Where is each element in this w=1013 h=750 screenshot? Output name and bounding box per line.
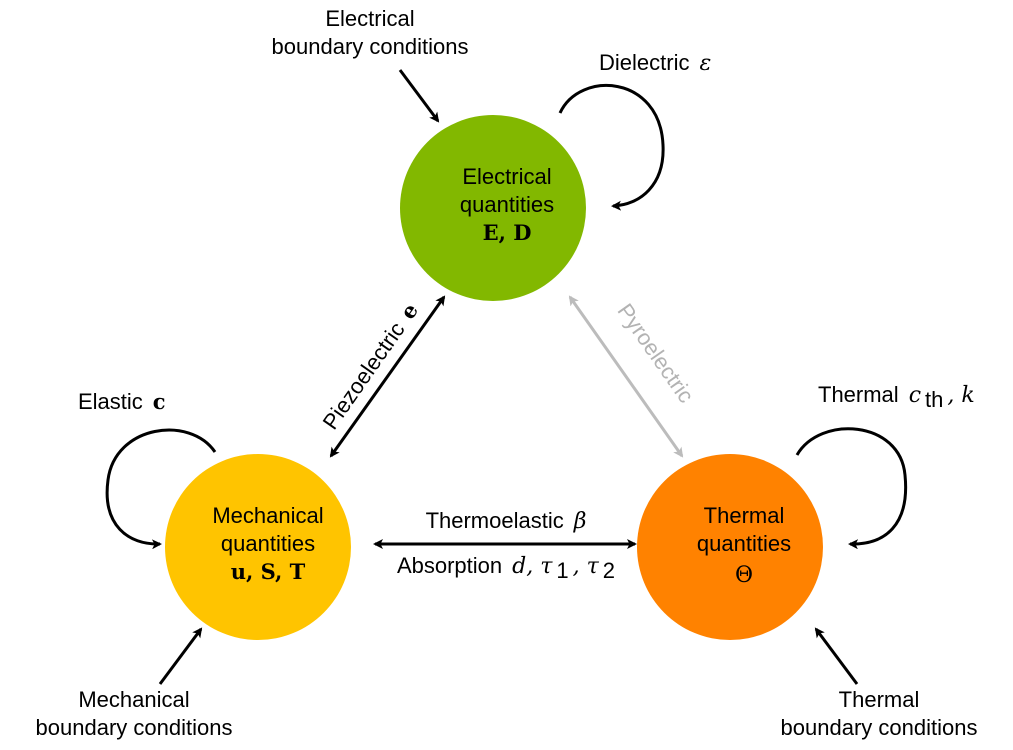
- piezo-label: Piezoelectric e: [318, 298, 423, 434]
- pyro-label: Pyroelectric: [612, 299, 698, 407]
- electrical-boundary-arrow: [398, 69, 440, 123]
- thermal-node-line2: quantities: [697, 531, 791, 556]
- absorption-label: Absorption d, τ 1 , τ 2: [397, 553, 615, 583]
- thermal-loop-label: Thermal c th , k: [818, 382, 975, 412]
- electrical-node: [400, 115, 586, 301]
- electrical-node-line2: quantities: [460, 192, 554, 217]
- elastic-loop: [105, 428, 217, 550]
- mechanical-boundary-line2: boundary conditions: [36, 715, 233, 740]
- dielectric-label: Dielectric ε: [599, 50, 711, 76]
- thermal-boundary-line2: boundary conditions: [781, 715, 978, 740]
- electrical-boundary-line1: Electrical: [325, 6, 414, 31]
- electrical-node-symbols: E, D: [483, 220, 532, 245]
- pyro-arrow: [568, 295, 684, 458]
- mechanical-node-symbols: u, S, T: [231, 559, 306, 584]
- thermal-loop: [795, 427, 908, 550]
- thermal-node-symbols: Θ: [735, 563, 753, 588]
- thermal-boundary-line1: Thermal: [839, 687, 920, 712]
- elastic-label: Elastic c: [78, 389, 166, 414]
- thermal-node: [637, 454, 823, 640]
- mechanical-node: [165, 454, 351, 640]
- electrical-boundary-line2: boundary conditions: [272, 34, 469, 59]
- dielectric-loop: [558, 84, 665, 211]
- thermal-boundary-arrow: [814, 627, 859, 685]
- mechanical-boundary-line1: Mechanical: [78, 687, 189, 712]
- thermoelastic-label: Thermoelastic β: [426, 508, 587, 534]
- mechanical-boundary-arrow: [158, 627, 203, 685]
- piezo-arrow: [329, 295, 446, 458]
- mechanical-node-line2: quantities: [221, 531, 315, 556]
- mechanical-node-line1: Mechanical: [212, 503, 323, 528]
- thermal-node-line1: Thermal: [704, 503, 785, 528]
- electrical-node-line1: Electrical: [462, 164, 551, 189]
